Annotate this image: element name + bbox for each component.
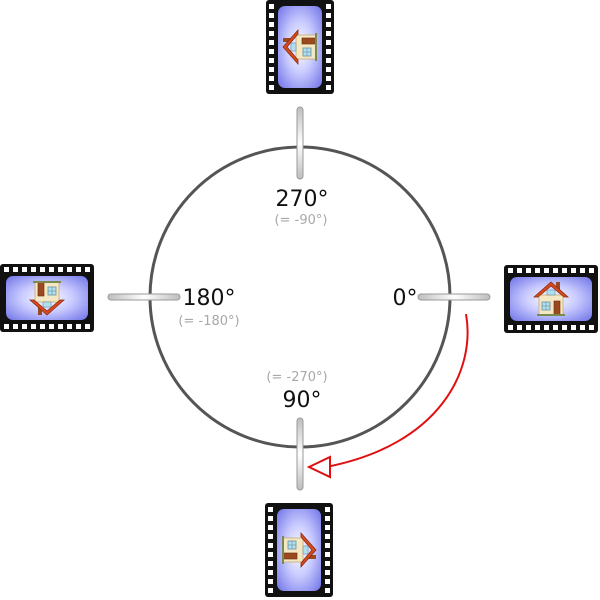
label-90deg-alt: (= -270°) xyxy=(266,370,327,385)
film-frame-icon xyxy=(0,263,95,333)
label-270deg-alt: (= -90°) xyxy=(275,213,328,228)
label-90deg: 90° xyxy=(283,388,322,413)
label-180deg: 180° xyxy=(183,286,236,311)
label-270deg: 270° xyxy=(276,187,329,212)
tick-180deg xyxy=(107,293,181,301)
label-180deg-alt: (= -180°) xyxy=(178,314,239,329)
film-frame-icon xyxy=(503,264,599,334)
thumbnail-180deg xyxy=(0,263,95,333)
tick-270deg xyxy=(296,106,304,180)
thumbnail-90deg xyxy=(264,502,334,598)
film-frame-icon xyxy=(265,0,335,95)
label-0deg: 0° xyxy=(393,286,418,311)
film-frame-icon xyxy=(264,502,334,598)
thumbnail-0deg xyxy=(503,264,599,334)
tick-90deg xyxy=(296,417,304,491)
rotation-arrow-icon xyxy=(306,313,469,479)
tick-0deg xyxy=(417,293,491,301)
thumbnail-270deg xyxy=(265,0,335,95)
